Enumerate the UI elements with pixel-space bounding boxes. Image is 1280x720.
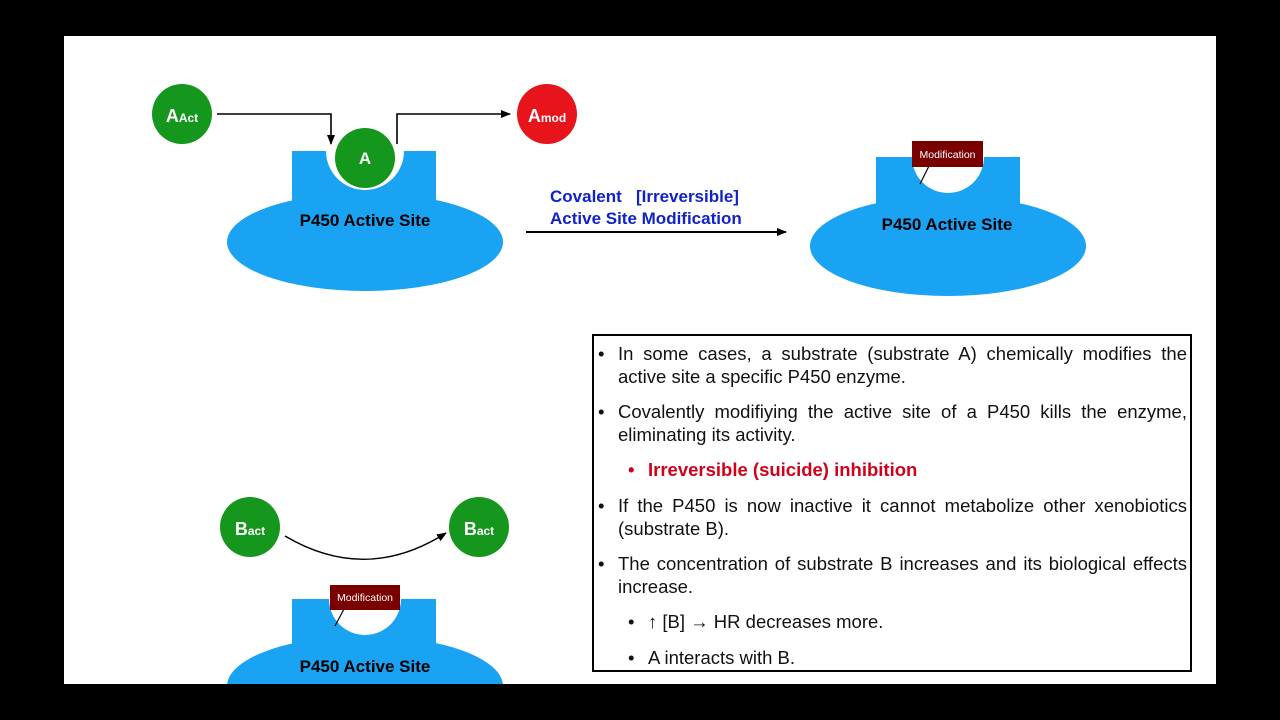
- reaction-label-line1: Covalent [Irreversible]: [550, 187, 739, 206]
- modification-tag-bottom-label: Modification: [337, 592, 393, 604]
- substrate-a-act-label: AAct: [166, 106, 198, 126]
- bullet-covalent-kills: Covalently modifiying the active site of…: [598, 400, 1187, 446]
- sub-bullet-hr-decreases: ↑ [B] → HR decreases more.: [598, 610, 1187, 633]
- substrate-b-right: [449, 497, 509, 557]
- substrate-bound-a: [335, 128, 395, 188]
- substrate-b-right-label: Bact: [464, 519, 494, 539]
- modification-tag-bottom: [330, 585, 400, 610]
- substrate-a-mod: [517, 84, 577, 144]
- sub-bullet-irreversible: Irreversible (suicide) inhibition: [598, 458, 1187, 481]
- info-box: In some cases, a substrate (substrate A)…: [592, 334, 1192, 672]
- bullet-concentration-b: The concentration of substrate B increas…: [598, 552, 1187, 598]
- sub-bullet-a-interacts-b: A interacts with B.: [598, 646, 1187, 669]
- enzyme-inactive-label: P450 Active Site: [300, 657, 431, 676]
- modification-link-bottom: [334, 608, 345, 627]
- enzyme-modified-label: P450 Active Site: [882, 215, 1013, 234]
- arrow-into-active-site: [217, 113, 335, 145]
- substrate-a-mod-label: Amod: [528, 106, 566, 126]
- reaction-label-line2: Active Site Modification: [550, 209, 742, 228]
- substrate-bound-a-label: A: [359, 149, 371, 168]
- arrow-bypass-b: [284, 532, 447, 560]
- enzyme-modified: [810, 157, 1086, 296]
- diagram-canvas: P450 Active Site A AAct Amod Covalent [I…: [152, 84, 1086, 684]
- arrow-out-of-active-site: [396, 110, 511, 144]
- enzyme-inactive: [227, 599, 503, 684]
- bullet-substrate-modifies: In some cases, a substrate (substrate A)…: [598, 342, 1187, 388]
- modification-tag-top: [912, 141, 983, 167]
- substrate-b-left: [220, 497, 280, 557]
- enzyme-active-label: P450 Active Site: [300, 211, 431, 230]
- substrate-a-act: [152, 84, 212, 144]
- slide: P450 Active Site A AAct Amod Covalent [I…: [64, 36, 1216, 684]
- modification-tag-top-label: Modification: [919, 149, 975, 161]
- modification-link-top: [919, 163, 931, 185]
- enzyme-active: [227, 151, 503, 291]
- bullet-inactive-p450: If the P450 is now inactive it cannot me…: [598, 494, 1187, 540]
- substrate-b-left-label: Bact: [235, 519, 265, 539]
